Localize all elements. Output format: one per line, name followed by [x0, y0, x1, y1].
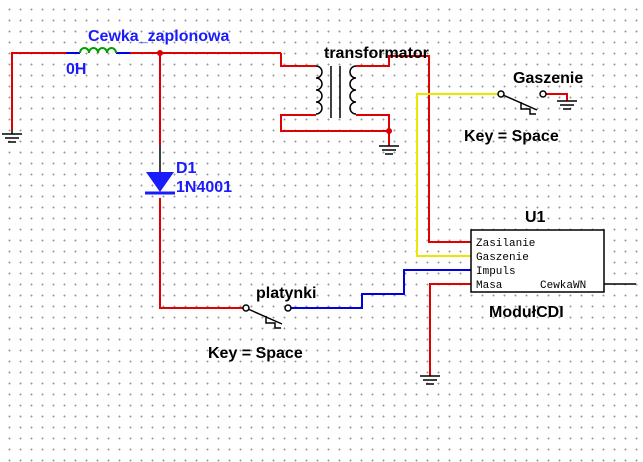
switch-terminal-icon	[539, 90, 547, 98]
pin-zasilanie-label: Zasilanie	[476, 238, 535, 250]
wire-gaszenie-to-ground	[545, 93, 568, 101]
pin-masa-label: Masa	[476, 280, 503, 292]
pin-impuls-label: Impuls	[476, 266, 516, 278]
ground-symbol-left	[2, 130, 22, 143]
coil-windings-icon	[79, 47, 117, 54]
wire-transformer-primary-top	[280, 53, 316, 67]
switch-terminal-icon	[284, 304, 292, 312]
junction-dot	[157, 50, 163, 56]
switch-actuator-icon	[520, 102, 536, 115]
wire-secondary-bottom	[356, 114, 390, 131]
switch-gaszenie-key-label: Key = Space	[464, 128, 559, 145]
diode-ref-label: D1	[176, 160, 197, 177]
switch-platynki-name-label: platynki	[256, 285, 316, 302]
pin-cewka-label: CewkaWN	[540, 280, 586, 292]
diode[interactable]	[145, 145, 175, 195]
coil-value-label: 0H	[66, 61, 86, 78]
ground-symbol-transformer	[379, 145, 399, 155]
coil-name-label: Cewka_zaplonowa	[88, 28, 229, 45]
module-ref-label: U1	[525, 209, 546, 226]
inductor-coil[interactable]	[66, 47, 130, 54]
switch-terminal-icon	[242, 304, 250, 312]
switch-actuator-icon	[265, 316, 281, 329]
transformer-secondary-winding-icon	[349, 65, 357, 115]
ground-symbol-gaszenie	[557, 100, 577, 110]
ground-symbol-module	[420, 375, 440, 385]
switch-lever-icon	[502, 94, 538, 111]
module-name-label: ModułCDI	[489, 304, 564, 321]
wire-ground-to-coil	[11, 52, 66, 130]
wire-platynki-to-impuls	[290, 269, 471, 309]
wire-secondary-to-zasilanie	[356, 55, 471, 243]
switch-terminal-icon	[497, 90, 505, 98]
wire-transformer-primary-bottom	[280, 114, 389, 132]
transformer[interactable]	[315, 65, 357, 118]
wire-masa-to-ground	[429, 283, 471, 376]
diode-triangle-icon	[146, 172, 174, 192]
switch-lever-icon	[247, 308, 283, 325]
module-cdi[interactable]: Zasilanie Gaszenie Impuls Masa CewkaWN	[470, 229, 636, 293]
wire-diode-to-platynki	[159, 198, 244, 309]
power-wires	[11, 52, 568, 376]
pin-gaszenie-label: Gaszenie	[476, 252, 529, 264]
module-body	[470, 229, 605, 293]
switch-gaszenie[interactable]	[497, 90, 547, 115]
transformer-name-label: transformator	[324, 45, 429, 62]
switch-gaszenie-name-label: Gaszenie	[513, 70, 583, 87]
switch-platynki-key-label: Key = Space	[208, 345, 303, 362]
junction-dot	[386, 128, 392, 134]
transformer-primary-winding-icon	[315, 65, 323, 115]
switch-platynki[interactable]	[242, 304, 292, 329]
diode-model-label: 1N4001	[176, 179, 232, 196]
wire-gaszenie-control	[416, 93, 498, 257]
